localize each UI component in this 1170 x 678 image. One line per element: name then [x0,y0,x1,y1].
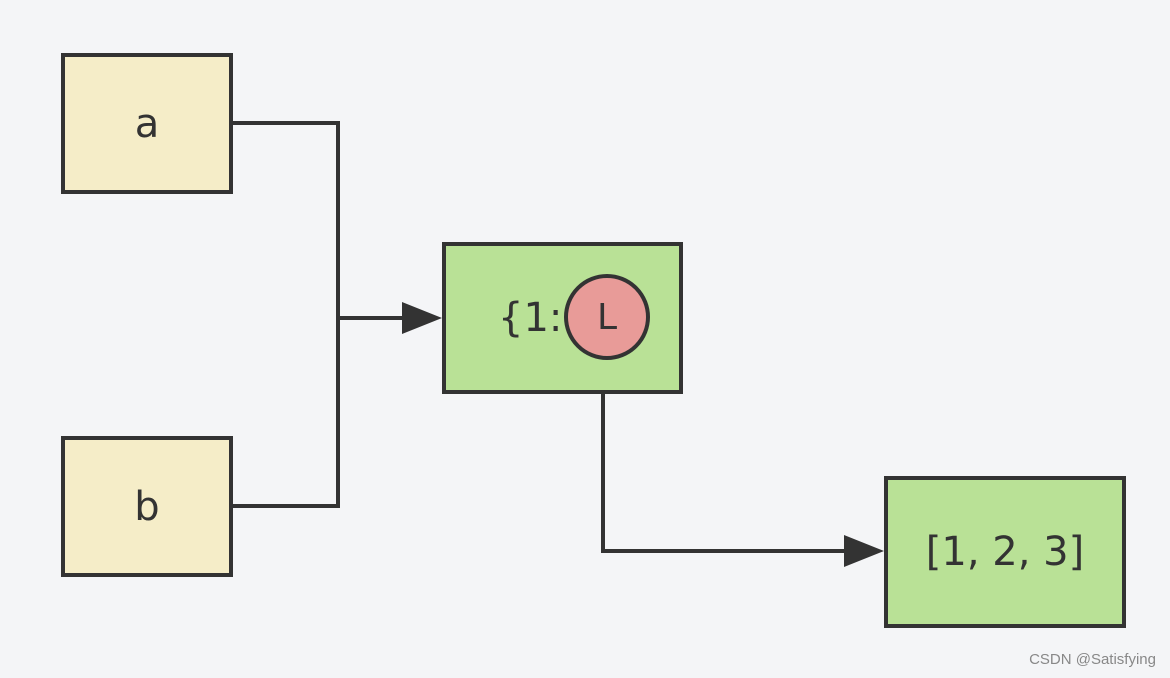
variable-node-a: a [61,53,233,194]
variable-label-a: a [134,100,160,147]
watermark-text: CSDN @Satisfying [1029,651,1156,668]
list-object-node: [1, 2, 3] [884,476,1126,628]
dict-object-node: {1: L [442,242,683,394]
connector-ref-to-list [601,357,848,553]
arrowhead-dict [402,302,442,334]
arrowhead-list [844,535,884,567]
reference-label: L [596,296,618,338]
reference-circle: L [564,274,650,360]
list-label: [1, 2, 3] [925,529,1085,575]
connector-b-to-dict [233,318,340,508]
connector-a-to-dict [233,121,340,318]
dict-key-text: {1: [498,295,563,341]
variable-label-b: b [134,483,160,530]
variable-node-b: b [61,436,233,577]
